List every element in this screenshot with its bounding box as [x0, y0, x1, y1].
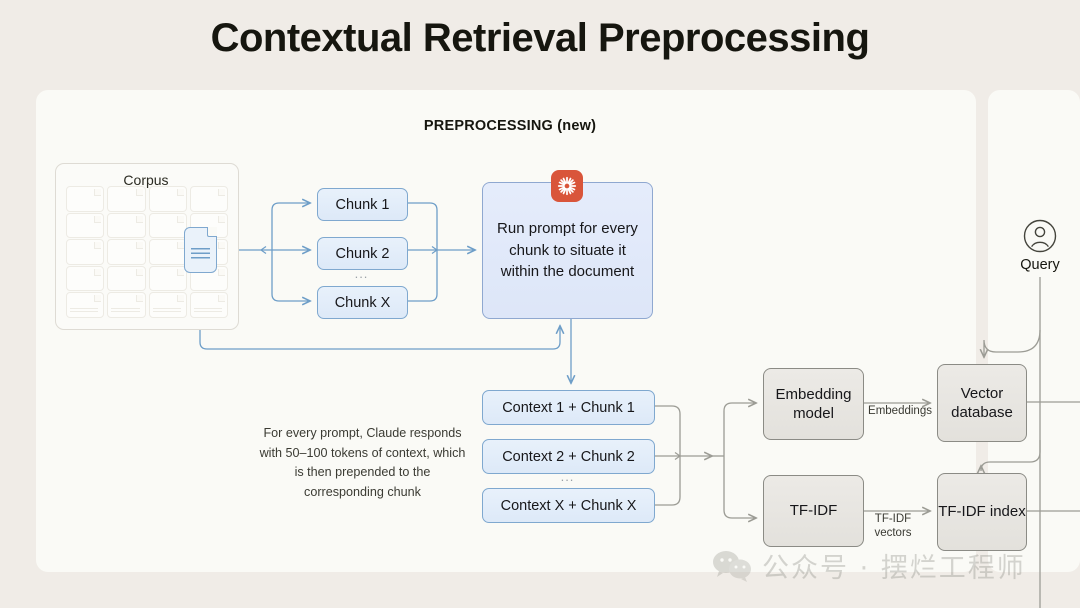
document-icon	[66, 186, 105, 212]
wechat-icon	[713, 550, 751, 582]
document-icon	[107, 265, 146, 292]
embeddings-edge-label: Embeddings	[868, 405, 932, 417]
chunk-box-1[interactable]: Chunk 1	[317, 188, 408, 221]
vector-database-box[interactable]: Vector database	[937, 364, 1027, 442]
chunks-ellipsis: ...	[354, 266, 369, 281]
document-icon	[66, 212, 105, 239]
document-icon	[148, 265, 187, 292]
tfidf-box[interactable]: TF-IDF	[763, 475, 864, 547]
document-icon	[66, 292, 105, 318]
document-icon	[148, 239, 187, 265]
context-chunk-box-x[interactable]: Context X + Chunk X	[482, 488, 655, 523]
document-icon	[66, 265, 105, 292]
document-icon	[66, 239, 105, 265]
document-icon	[107, 292, 146, 318]
tfidf-vectors-edge-label: TF-IDF vectors	[874, 513, 912, 540]
query-label: Query	[1020, 257, 1060, 273]
chunk-box-x[interactable]: Chunk X	[317, 286, 408, 319]
anthropic-starburst-icon	[551, 170, 583, 202]
section-title: PREPROCESSING (new)	[423, 118, 597, 134]
document-icon	[107, 212, 146, 239]
corpus-label: Corpus	[123, 172, 169, 188]
context-chunk-box-2[interactable]: Context 2 + Chunk 2	[482, 439, 655, 474]
watermark-text: 公众号 · 摆烂工程师	[762, 553, 1026, 584]
user-avatar-icon	[1022, 218, 1058, 254]
page-title: Contextual Retrieval Preprocessing	[210, 16, 870, 60]
doc-column	[107, 186, 146, 318]
context-note: For every prompt, Claude responds with 5…	[259, 426, 466, 499]
highlighted-document-icon	[184, 227, 217, 273]
tfidf-index-box[interactable]: TF-IDF index	[937, 473, 1027, 551]
contexts-ellipsis: ...	[560, 469, 575, 484]
document-icon	[148, 186, 187, 212]
context-chunk-box-1[interactable]: Context 1 + Chunk 1	[482, 390, 655, 425]
run-prompt-box[interactable]: Run prompt for every chunk to situate it…	[482, 182, 653, 319]
document-icon	[189, 186, 228, 212]
document-icon	[107, 239, 146, 265]
embedding-model-box[interactable]: Embedding model	[763, 368, 864, 440]
doc-column	[148, 186, 187, 318]
doc-column	[66, 186, 105, 318]
document-icon	[107, 186, 146, 212]
document-icon	[148, 292, 187, 318]
watermark: 公众号 · 摆烂工程师	[712, 546, 1026, 585]
document-icon	[148, 212, 187, 239]
chunk-box-2[interactable]: Chunk 2	[317, 237, 408, 270]
document-icon	[189, 292, 228, 318]
